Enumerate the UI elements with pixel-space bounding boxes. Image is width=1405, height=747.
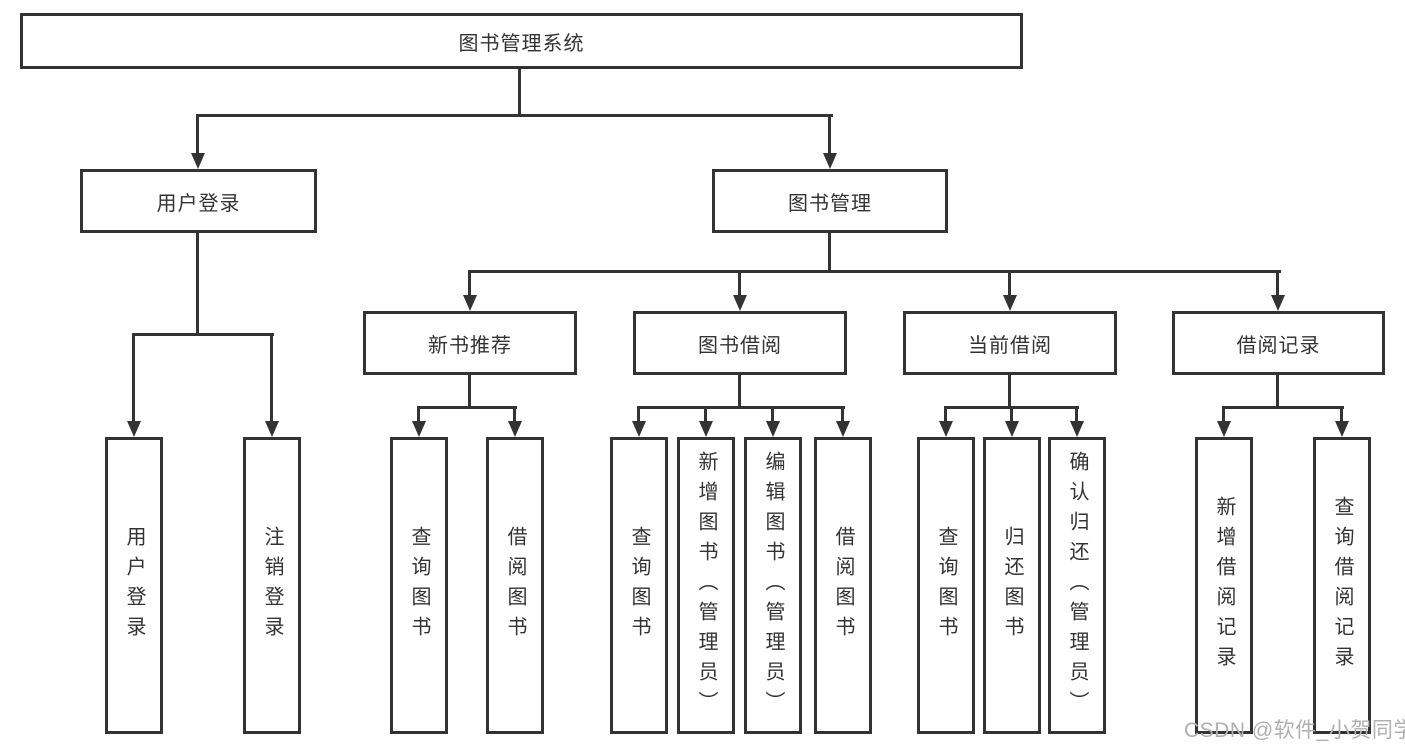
leaf-logout: 注销登录 <box>243 437 301 734</box>
node-label: 查询借阅记录 <box>1331 495 1353 676</box>
connector-line <box>468 270 471 297</box>
node-label: 查询图书 <box>408 525 430 646</box>
node-label: 借阅记录 <box>1236 334 1321 357</box>
arrow-down-icon <box>127 421 141 437</box>
arrow-down-icon <box>1271 295 1285 311</box>
leaf-query-books-current: 查询图书 <box>917 437 975 734</box>
arrow-down-icon <box>1070 421 1084 437</box>
connector-line <box>1010 406 1013 423</box>
node-current-borrowing: 当前借阅 <box>903 311 1117 375</box>
node-label: 图书管理 <box>788 192 872 215</box>
node-label: 图书管理系统 <box>458 32 585 55</box>
leaf-query-borrow-record: 查询借阅记录 <box>1313 437 1371 734</box>
connector-line <box>132 333 274 336</box>
connector-line <box>468 375 471 409</box>
arrow-down-icon <box>733 295 747 311</box>
connector-line <box>1008 270 1011 297</box>
watermark: CSDN @软件_小贺同学 <box>1184 719 1405 742</box>
arrow-down-icon <box>1003 295 1017 311</box>
leaf-query-books-recommend: 查询图书 <box>390 437 448 734</box>
node-label: 新增借阅记录 <box>1213 495 1235 676</box>
connector-line <box>1222 406 1344 409</box>
connector-line <box>771 406 774 423</box>
connector-line <box>196 114 833 117</box>
connector-line <box>738 270 741 297</box>
node-label: 图书借阅 <box>698 334 782 357</box>
leaf-add-book-admin: 新增图书（管理员） <box>677 437 735 734</box>
arrow-down-icon <box>508 421 522 437</box>
node-book-management: 图书管理 <box>712 169 948 233</box>
connector-line <box>1008 375 1011 409</box>
node-label: 借阅图书 <box>504 525 526 646</box>
connector-line <box>828 114 831 155</box>
node-book-borrowing: 图书借阅 <box>633 311 847 375</box>
arrow-down-icon <box>191 153 205 169</box>
connector-line <box>944 406 947 423</box>
arrow-down-icon <box>265 421 279 437</box>
node-label: 当前借阅 <box>968 334 1052 357</box>
leaf-return-books: 归还图书 <box>983 437 1041 734</box>
connector-line <box>1276 375 1279 409</box>
node-label: 编辑图书（管理员） <box>762 450 784 721</box>
connector-line <box>1222 406 1225 423</box>
arrow-down-icon <box>836 421 850 437</box>
arrow-down-icon <box>412 421 426 437</box>
connector-line <box>637 406 640 423</box>
connector-line <box>132 333 135 423</box>
connector-line <box>417 406 420 423</box>
connector-line <box>417 406 517 409</box>
node-library-management-system: 图书管理系统 <box>20 13 1023 69</box>
arrow-down-icon <box>632 421 646 437</box>
connector-line <box>1340 406 1343 423</box>
node-label: 查询图书 <box>628 525 650 646</box>
leaf-add-borrow-record: 新增借阅记录 <box>1195 437 1253 734</box>
leaf-borrow-books: 借阅图书 <box>814 437 872 734</box>
node-label: 新增图书（管理员） <box>695 450 717 721</box>
arrow-down-icon <box>699 421 713 437</box>
arrow-down-icon <box>1335 421 1349 437</box>
node-label: 注销登录 <box>261 525 283 646</box>
connector-line <box>270 333 273 423</box>
connector-line <box>196 114 199 155</box>
arrow-down-icon <box>823 153 837 169</box>
arrow-down-icon <box>766 421 780 437</box>
leaf-confirm-return-admin: 确认归还（管理员） <box>1048 437 1106 734</box>
node-label: 归还图书 <box>1001 525 1023 646</box>
connector-line <box>637 406 845 409</box>
connector-line <box>518 69 521 117</box>
arrow-down-icon <box>463 295 477 311</box>
node-label: 确认归还（管理员） <box>1066 450 1088 721</box>
connector-line <box>1276 270 1279 297</box>
node-borrowing-records: 借阅记录 <box>1172 311 1385 375</box>
node-new-book-recommend: 新书推荐 <box>363 311 577 375</box>
connector-line <box>1075 406 1078 423</box>
connector-line <box>513 406 516 423</box>
arrow-down-icon <box>1217 421 1231 437</box>
connector-line <box>468 270 1281 273</box>
node-label: 查询图书 <box>935 525 957 646</box>
node-label: 借阅图书 <box>832 525 854 646</box>
connector-line <box>841 406 844 423</box>
connector-line <box>704 406 707 423</box>
node-label: 新书推荐 <box>428 334 512 357</box>
connector-line <box>738 375 741 409</box>
arrow-down-icon <box>1005 421 1019 437</box>
node-label: 用户登录 <box>156 192 241 215</box>
node-label: 用户登录 <box>123 525 145 646</box>
connector-line <box>196 233 199 336</box>
leaf-user-login: 用户登录 <box>105 437 163 734</box>
leaf-edit-book-admin: 编辑图书（管理员） <box>744 437 802 734</box>
connector-line <box>828 233 831 273</box>
leaf-borrow-books-recommend: 借阅图书 <box>486 437 544 734</box>
leaf-query-books-borrowing: 查询图书 <box>610 437 668 734</box>
node-user-login: 用户登录 <box>80 169 317 233</box>
arrow-down-icon <box>939 421 953 437</box>
